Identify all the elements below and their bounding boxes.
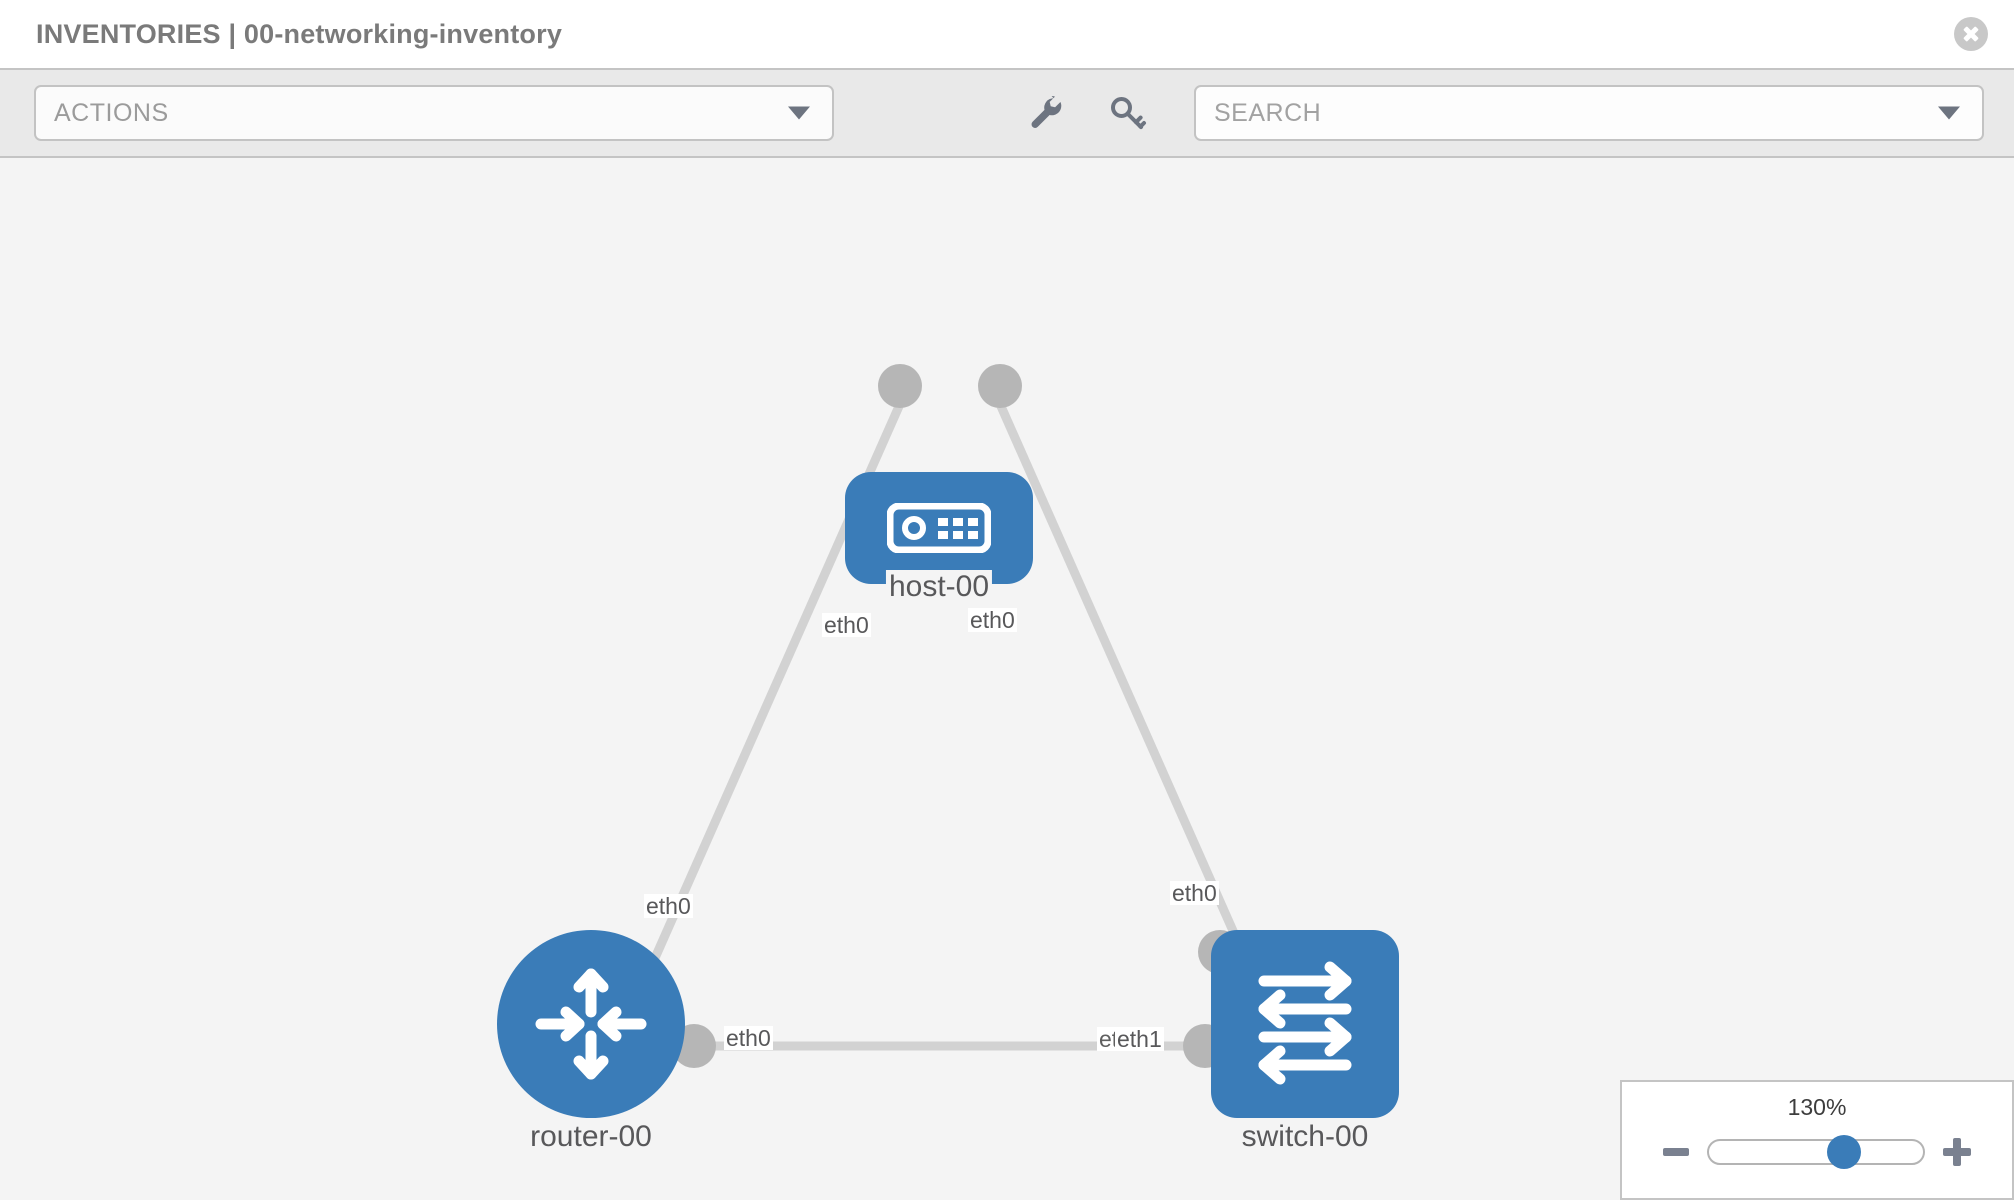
toolbar: ACTIONS SEARCH (0, 68, 2014, 158)
node-host-00[interactable]: host-00 (845, 472, 1033, 604)
zoom-slider-track[interactable] (1707, 1135, 1925, 1169)
node-switch-00[interactable]: switch-00 (1211, 930, 1399, 1154)
zoom-level-value: 130% (1787, 1094, 1847, 1120)
edge-label-host00-right: eth0 (968, 607, 1017, 633)
router-arrows-icon (535, 968, 647, 1080)
search-input[interactable]: SEARCH (1194, 85, 1984, 141)
switch-arrows-icon (1258, 961, 1352, 1085)
node-router-00[interactable]: router-00 (497, 930, 685, 1154)
zoom-slider-thumb[interactable] (1826, 1135, 1861, 1169)
close-icon[interactable] (1954, 17, 1988, 51)
actions-dropdown-label: ACTIONS (54, 98, 169, 127)
node-host-00-label: host-00 (885, 570, 993, 604)
node-switch-00-shape[interactable] (1211, 930, 1399, 1118)
search-placeholder: SEARCH (1214, 98, 1322, 127)
wrench-icon[interactable] (1024, 91, 1068, 135)
node-host-00-shape[interactable] (845, 472, 1033, 584)
node-router-00-shape[interactable] (497, 930, 685, 1118)
topology-graph: host-00 router-00 (0, 158, 2014, 1200)
actions-dropdown[interactable]: ACTIONS (34, 85, 834, 141)
node-switch-00-label: switch-00 (1238, 1120, 1372, 1154)
zoom-out-button[interactable] (1663, 1148, 1689, 1156)
search-chevron-down-icon[interactable] (1938, 106, 1960, 120)
topology-canvas[interactable]: host-00 router-00 (0, 158, 2014, 1200)
connector-nub-host00-left[interactable] (878, 364, 922, 408)
topology-links (650, 402, 1250, 1051)
zoom-in-button[interactable] (1943, 1138, 1971, 1166)
chevron-down-icon (788, 106, 810, 120)
edge-label-switch00-eth1: eth1 (1115, 1026, 1164, 1052)
toolbar-icon-group (1024, 91, 1150, 135)
zoom-slider-row (1622, 1130, 2012, 1174)
connector-nub-host00-right[interactable] (978, 364, 1022, 408)
zoom-control-panel: 130% (1620, 1080, 2014, 1200)
key-icon[interactable] (1106, 91, 1150, 135)
link-host00-switch00[interactable] (995, 402, 1250, 960)
edge-label-host00-left: eth0 (822, 612, 871, 638)
server-icon (887, 503, 991, 553)
node-router-00-label: router-00 (527, 1120, 655, 1154)
edge-label-router00-eth0: eth0 (724, 1025, 773, 1051)
edge-label-router00-uplink: eth0 (644, 893, 693, 919)
page-title: INVENTORIES | 00-networking-inventory (36, 18, 563, 49)
edge-label-switch00-uplink: eth0 (1170, 880, 1219, 906)
page-header: INVENTORIES | 00-networking-inventory (0, 0, 2014, 68)
